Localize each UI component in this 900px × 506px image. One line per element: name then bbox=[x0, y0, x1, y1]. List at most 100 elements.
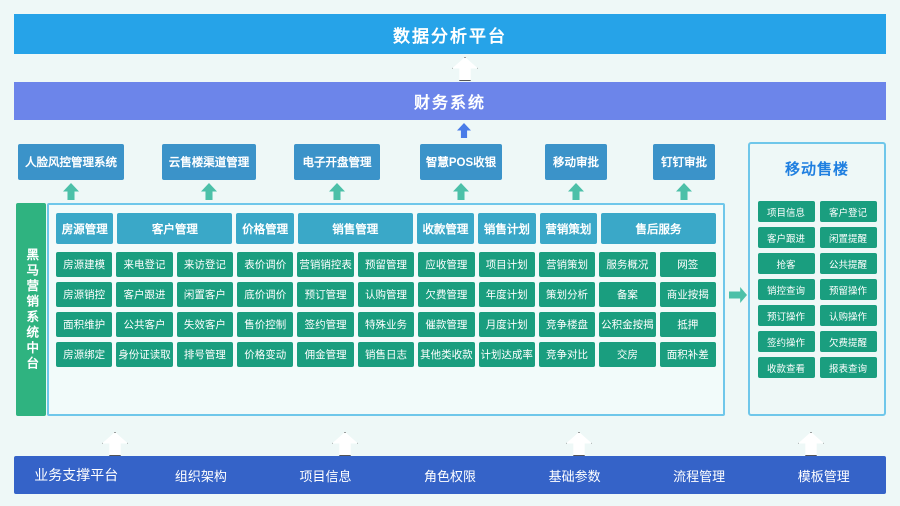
core-header-cell[interactable]: 销售计划 bbox=[478, 213, 536, 244]
core-module-cell[interactable]: 计划达成率 bbox=[478, 342, 535, 367]
core-module-cell[interactable]: 公积金按揭 bbox=[599, 312, 656, 337]
core-header-cell[interactable]: 价格管理 bbox=[236, 213, 294, 244]
core-module-cell[interactable]: 底价调价 bbox=[237, 282, 294, 307]
core-module-cell[interactable]: 交房 bbox=[599, 342, 656, 367]
core-module-cell[interactable]: 认购管理 bbox=[357, 282, 415, 307]
finance-system-banner[interactable]: 财务系统 bbox=[14, 82, 886, 120]
subsystem-electronic-opening[interactable]: 电子开盘管理 bbox=[294, 144, 380, 180]
core-module-cell[interactable]: 策划分析 bbox=[538, 282, 596, 307]
mobile-module-cell[interactable]: 客户跟进 bbox=[757, 227, 815, 248]
core-header-cell[interactable]: 客户管理 bbox=[117, 213, 233, 244]
core-module-cell[interactable]: 身份证读取 bbox=[116, 342, 173, 367]
core-module-cell[interactable]: 来访登记 bbox=[176, 252, 234, 277]
mobile-module-cell[interactable]: 认购操作 bbox=[819, 305, 877, 326]
core-module-cell[interactable]: 来电登记 bbox=[116, 252, 173, 277]
vertical-label-text: 黑马营销系统中台 bbox=[24, 247, 39, 372]
core-module-cell[interactable]: 抵押 bbox=[659, 312, 716, 337]
up-arrow-icon-electronic-opening bbox=[329, 183, 345, 200]
mobile-module-cell[interactable]: 预订操作 bbox=[757, 305, 815, 326]
core-module-row: 房源绑定身份证读取排号管理价格变动佣金管理销售日志其他类收款计划达成率竞争对比交… bbox=[56, 342, 716, 367]
core-module-cell[interactable]: 项目计划 bbox=[478, 252, 535, 277]
data-analysis-platform-banner[interactable]: 数据分析平台 bbox=[14, 14, 886, 54]
core-module-cell[interactable]: 商业按揭 bbox=[659, 282, 716, 307]
subsystem-dingtalk-approval[interactable]: 钉钉审批 bbox=[653, 144, 715, 180]
core-module-row: 房源建模来电登记来访登记表价调价营销销控表预留管理应收管理项目计划营销策划服务概… bbox=[56, 252, 716, 277]
mobile-module-cell[interactable]: 签约操作 bbox=[757, 331, 815, 352]
core-module-cell[interactable]: 房源建模 bbox=[56, 252, 113, 277]
support-bar-item[interactable]: 项目信息 bbox=[299, 468, 352, 484]
mobile-panel-title: 移动售楼 bbox=[784, 161, 849, 178]
mobile-module-cell[interactable]: 报表查询 bbox=[819, 357, 877, 378]
support-bar-item[interactable]: 角色权限 bbox=[424, 468, 477, 484]
support-bar-item[interactable]: 组织架构 bbox=[174, 468, 227, 484]
support-bar-item[interactable]: 基础参数 bbox=[548, 468, 601, 484]
core-header-row: 房源管理客户管理价格管理销售管理收款管理销售计划营销策划售后服务 bbox=[56, 213, 716, 244]
core-header-cell[interactable]: 销售管理 bbox=[297, 213, 413, 244]
mobile-module-cell[interactable]: 客户登记 bbox=[819, 201, 877, 222]
core-module-cell[interactable]: 竞争楼盘 bbox=[538, 312, 596, 337]
core-module-cell[interactable]: 签约管理 bbox=[297, 312, 354, 337]
core-module-cell[interactable]: 竞争对比 bbox=[538, 342, 596, 367]
core-module-cell[interactable]: 面积维护 bbox=[56, 312, 113, 337]
core-header-cell[interactable]: 营销策划 bbox=[539, 213, 598, 244]
core-module-cell[interactable]: 月度计划 bbox=[478, 312, 535, 337]
core-module-cell[interactable]: 房源销控 bbox=[56, 282, 113, 307]
core-module-cell[interactable]: 欠费管理 bbox=[418, 282, 475, 307]
up-arrow-icon-mobile-approval bbox=[568, 183, 584, 200]
mobile-module-cell[interactable]: 预留操作 bbox=[819, 279, 877, 300]
core-module-cell[interactable]: 网签 bbox=[659, 252, 716, 277]
core-module-grid: 房源建模来电登记来访登记表价调价营销销控表预留管理应收管理项目计划营销策划服务概… bbox=[56, 252, 716, 367]
up-arrow-icon-smart-pos bbox=[453, 183, 469, 200]
core-module-cell[interactable]: 预订管理 bbox=[297, 282, 354, 307]
core-header-cell[interactable]: 收款管理 bbox=[416, 213, 475, 244]
middle-platform-vertical-label: 黑马营销系统中台 bbox=[16, 203, 46, 416]
core-module-cell[interactable]: 表价调价 bbox=[237, 252, 294, 277]
core-module-cell[interactable]: 年度计划 bbox=[478, 282, 535, 307]
core-platform-panel: 房源管理客户管理价格管理销售管理收款管理销售计划营销策划售后服务 房源建模来电登… bbox=[47, 203, 725, 416]
core-module-cell[interactable]: 房源绑定 bbox=[56, 342, 113, 367]
core-module-cell[interactable]: 营销销控表 bbox=[297, 252, 354, 277]
core-module-cell[interactable]: 特殊业务 bbox=[357, 312, 415, 337]
up-arrow-icon-finance bbox=[457, 123, 471, 138]
subsystem-mobile-approval[interactable]: 移动审批 bbox=[545, 144, 607, 180]
core-module-cell[interactable]: 售价控制 bbox=[237, 312, 294, 337]
core-module-cell[interactable]: 销售日志 bbox=[357, 342, 415, 367]
mobile-module-cell[interactable]: 销控查询 bbox=[757, 279, 815, 300]
core-module-cell[interactable]: 公共客户 bbox=[116, 312, 173, 337]
subsystem-smart-pos[interactable]: 智慧POS收银 bbox=[420, 144, 502, 180]
right-arrow-icon-mobile bbox=[729, 287, 747, 303]
core-module-cell[interactable]: 闲置客户 bbox=[176, 282, 234, 307]
mobile-module-cell[interactable]: 公共提醒 bbox=[819, 253, 877, 274]
up-arrow-icon-cloud-channel bbox=[201, 183, 217, 200]
core-module-cell[interactable]: 营销策划 bbox=[538, 252, 596, 277]
mobile-module-cell[interactable]: 项目信息 bbox=[757, 201, 815, 222]
core-module-cell[interactable]: 价格变动 bbox=[237, 342, 294, 367]
core-module-cell[interactable]: 排号管理 bbox=[176, 342, 234, 367]
mobile-module-cell[interactable]: 收款查看 bbox=[757, 357, 815, 378]
core-module-cell[interactable]: 佣金管理 bbox=[297, 342, 354, 367]
mobile-module-cell[interactable]: 抢客 bbox=[757, 253, 815, 274]
support-bar-item[interactable]: 模板管理 bbox=[797, 468, 850, 484]
support-bar-title: 业务支撑平台 bbox=[34, 467, 119, 483]
mobile-module-grid: 项目信息客户登记客户跟进闲置提醒抢客公共提醒销控查询预留操作预订操作认购操作签约… bbox=[757, 201, 877, 378]
core-module-cell[interactable]: 客户跟进 bbox=[116, 282, 173, 307]
core-module-cell[interactable]: 其他类收款 bbox=[418, 342, 475, 367]
subsystem-cloud-channel[interactable]: 云售楼渠道管理 bbox=[162, 144, 256, 180]
core-module-cell[interactable]: 预留管理 bbox=[357, 252, 415, 277]
core-module-cell[interactable]: 失效客户 bbox=[176, 312, 234, 337]
subsystem-face-risk-control[interactable]: 人脸风控管理系统 bbox=[18, 144, 124, 180]
core-module-cell[interactable]: 催款管理 bbox=[418, 312, 475, 337]
core-module-cell[interactable]: 应收管理 bbox=[418, 252, 475, 277]
up-arrow-icon-support-1 bbox=[102, 432, 128, 456]
core-header-cell[interactable]: 售后服务 bbox=[601, 213, 716, 244]
core-module-cell[interactable]: 备案 bbox=[599, 282, 656, 307]
core-header-cell[interactable]: 房源管理 bbox=[56, 213, 114, 244]
core-module-cell[interactable]: 面积补差 bbox=[659, 342, 716, 367]
up-arrow-icon-platform bbox=[452, 57, 478, 81]
core-module-cell[interactable]: 服务概况 bbox=[599, 252, 656, 277]
up-arrow-icon-support-4 bbox=[798, 432, 824, 456]
mobile-module-cell[interactable]: 欠费提醒 bbox=[819, 331, 877, 352]
mobile-module-cell[interactable]: 闲置提醒 bbox=[819, 227, 877, 248]
support-bar-item[interactable]: 流程管理 bbox=[673, 468, 726, 484]
